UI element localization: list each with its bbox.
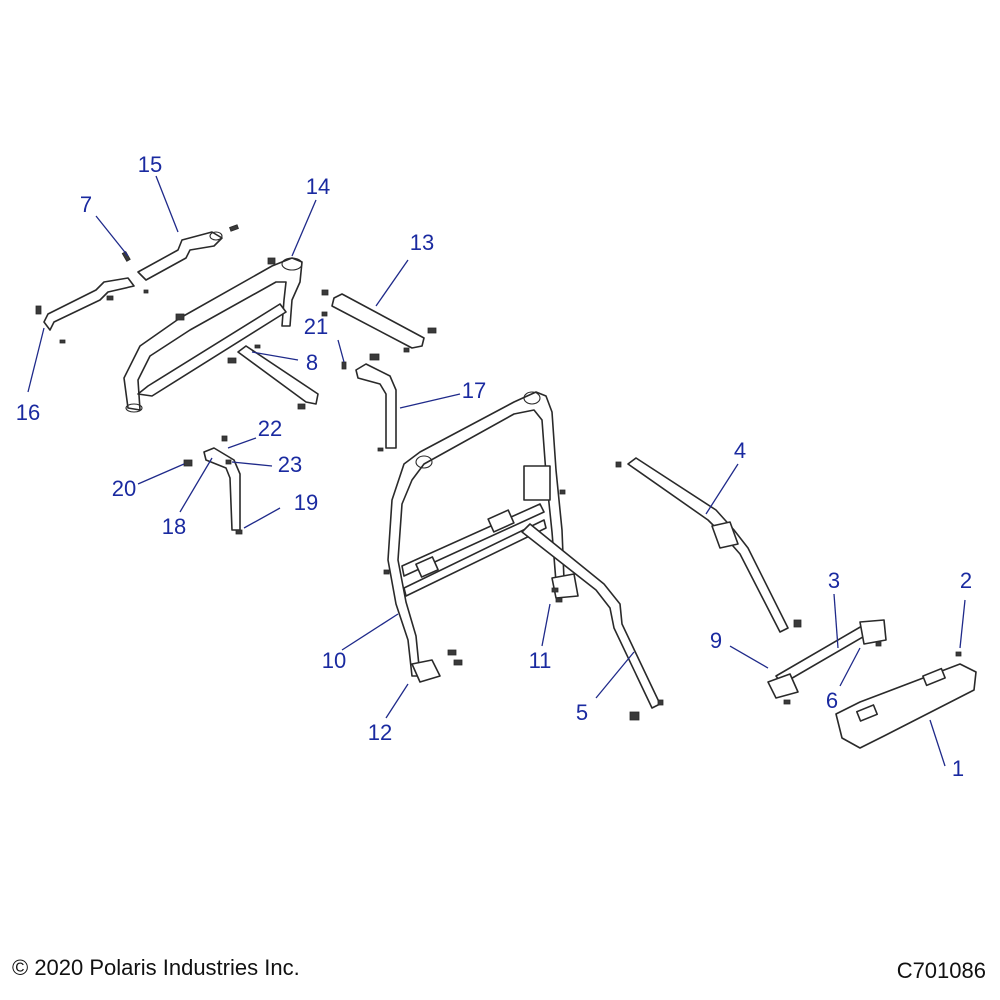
callout-5: 5	[576, 700, 588, 725]
callout-15: 15	[138, 152, 162, 177]
copyright-notice: © 2020 Polaris Industries Inc.	[12, 955, 300, 980]
part-13-brace	[321, 289, 437, 353]
callout-labels: 1 2 3 4 5 6 7 8 9 10 11 12 13 14 15 16 1…	[16, 152, 972, 781]
part-1-plate	[835, 651, 977, 749]
callout-19: 19	[294, 490, 318, 515]
drawing-number: C701086	[896, 958, 986, 983]
callout-1: 1	[952, 756, 964, 781]
callout-17: 17	[462, 378, 486, 403]
part-10-roll-cage	[383, 391, 579, 683]
callout-13: 13	[410, 230, 434, 255]
callout-7: 7	[80, 192, 92, 217]
part-16-side-tube	[35, 250, 149, 344]
callout-12: 12	[368, 720, 392, 745]
callout-20: 20	[112, 476, 136, 501]
callout-8: 8	[306, 350, 318, 375]
part-5-tube	[521, 523, 664, 721]
callout-6: 6	[826, 688, 838, 713]
callout-21: 21	[304, 314, 328, 339]
part-17-bracket	[341, 353, 397, 452]
callout-10: 10	[322, 648, 346, 673]
callout-2: 2	[960, 568, 972, 593]
part-4-tube	[615, 457, 802, 633]
leader-lines	[27, 175, 966, 767]
part-14-overhead-frame	[123, 257, 303, 413]
callout-4: 4	[734, 438, 746, 463]
callout-11: 11	[529, 648, 552, 673]
callout-9: 9	[710, 628, 722, 653]
part-8-brace	[227, 344, 319, 410]
callout-3: 3	[828, 568, 840, 593]
callout-23: 23	[278, 452, 302, 477]
callout-16: 16	[16, 400, 40, 425]
callout-22: 22	[258, 416, 282, 441]
part-15-upper-tube	[137, 224, 239, 281]
callout-18: 18	[162, 514, 186, 539]
part-3-cross-tube	[767, 619, 887, 705]
callout-14: 14	[306, 174, 330, 199]
part-18-bracket	[183, 435, 243, 535]
